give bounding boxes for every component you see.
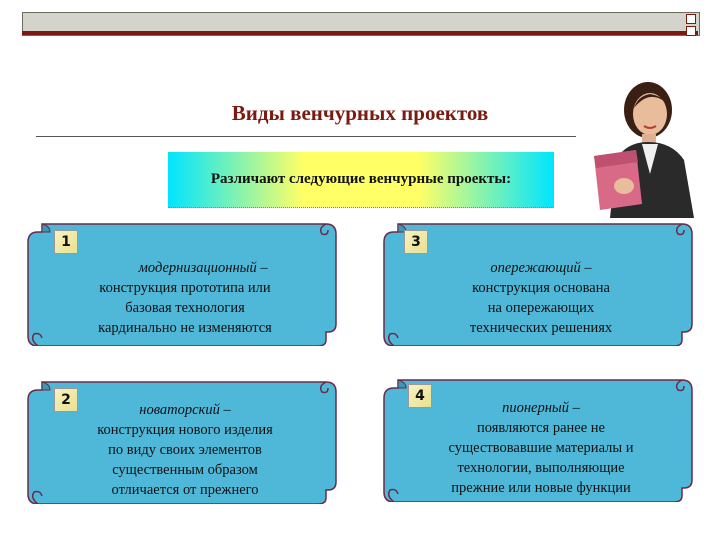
card-2: 2 новаторский – конструкция нового издел… bbox=[26, 380, 338, 504]
card-3-number-badge: 3 bbox=[404, 230, 428, 254]
card-4-line-3: технологии, выполняющие bbox=[457, 460, 625, 476]
title-rule bbox=[36, 136, 576, 137]
card-2-number: 2 bbox=[61, 392, 71, 408]
card-1-number-badge: 1 bbox=[54, 230, 78, 254]
scroll-shape bbox=[383, 223, 693, 346]
card-3-text: опережающий – конструкция основана на оп… bbox=[396, 258, 686, 338]
card-1-term: модернизационный bbox=[138, 260, 257, 276]
card-2-line-1: конструкция нового изделия bbox=[97, 422, 273, 438]
subtitle-text: Различают следующие венчурные проекты: bbox=[210, 171, 512, 188]
card-3: 3 опережающий – конструкция основана на … bbox=[382, 222, 694, 346]
card-2-text: новаторский – конструкция нового изделия… bbox=[42, 400, 328, 500]
card-4-line-4: прежние или новые функции bbox=[451, 480, 631, 496]
card-1-line-2: базовая технология bbox=[125, 300, 245, 316]
card-4-number-badge: 4 bbox=[408, 384, 432, 408]
scroll-shape bbox=[383, 379, 693, 502]
card-3-line-3: технических решениях bbox=[469, 320, 613, 336]
card-4-text: пионерный – появляются ранее не существо… bbox=[394, 398, 688, 498]
card-3-term: опережающий bbox=[490, 260, 581, 276]
card-3-number: 3 bbox=[411, 234, 421, 250]
scroll-shape bbox=[27, 223, 337, 346]
card-1-line-3: кардинально не изменяются bbox=[98, 320, 272, 336]
card-4-term: пионерный bbox=[502, 400, 570, 416]
scroll-shape bbox=[27, 381, 337, 504]
card-4-line-1: появляются ранее не bbox=[477, 420, 605, 436]
card-1-line-1: конструкция прототипа или bbox=[99, 280, 271, 296]
top-decor-red-line bbox=[22, 31, 698, 35]
card-2-number-badge: 2 bbox=[54, 388, 78, 412]
card-1: 1 модернизационный – конструкция прототи… bbox=[26, 222, 338, 346]
card-1-number: 1 bbox=[61, 234, 71, 250]
subtitle-banner: Различают следующие венчурные проекты: bbox=[168, 152, 554, 208]
page-title: Виды венчурных проектов bbox=[231, 101, 489, 125]
woman-with-folder-image bbox=[594, 82, 694, 218]
card-4-number: 4 bbox=[415, 388, 425, 404]
card-4: 4 пионерный – появляются ранее не сущест… bbox=[382, 378, 694, 502]
corner-square-1 bbox=[686, 14, 696, 24]
card-2-line-2: по виду своих элементов bbox=[108, 442, 262, 458]
card-1-text: модернизационный – конструкция прототипа… bbox=[42, 258, 328, 338]
card-3-line-1: конструкция основана bbox=[472, 280, 610, 296]
card-2-line-4: отличается от прежнего bbox=[111, 482, 259, 498]
card-4-line-2: существовавшие материалы и bbox=[448, 440, 634, 456]
corner-square-2 bbox=[686, 26, 696, 36]
card-2-term: новаторский bbox=[139, 402, 220, 418]
card-2-line-3: существенным образом bbox=[112, 462, 258, 478]
card-3-line-2: на опережающих bbox=[487, 300, 595, 316]
